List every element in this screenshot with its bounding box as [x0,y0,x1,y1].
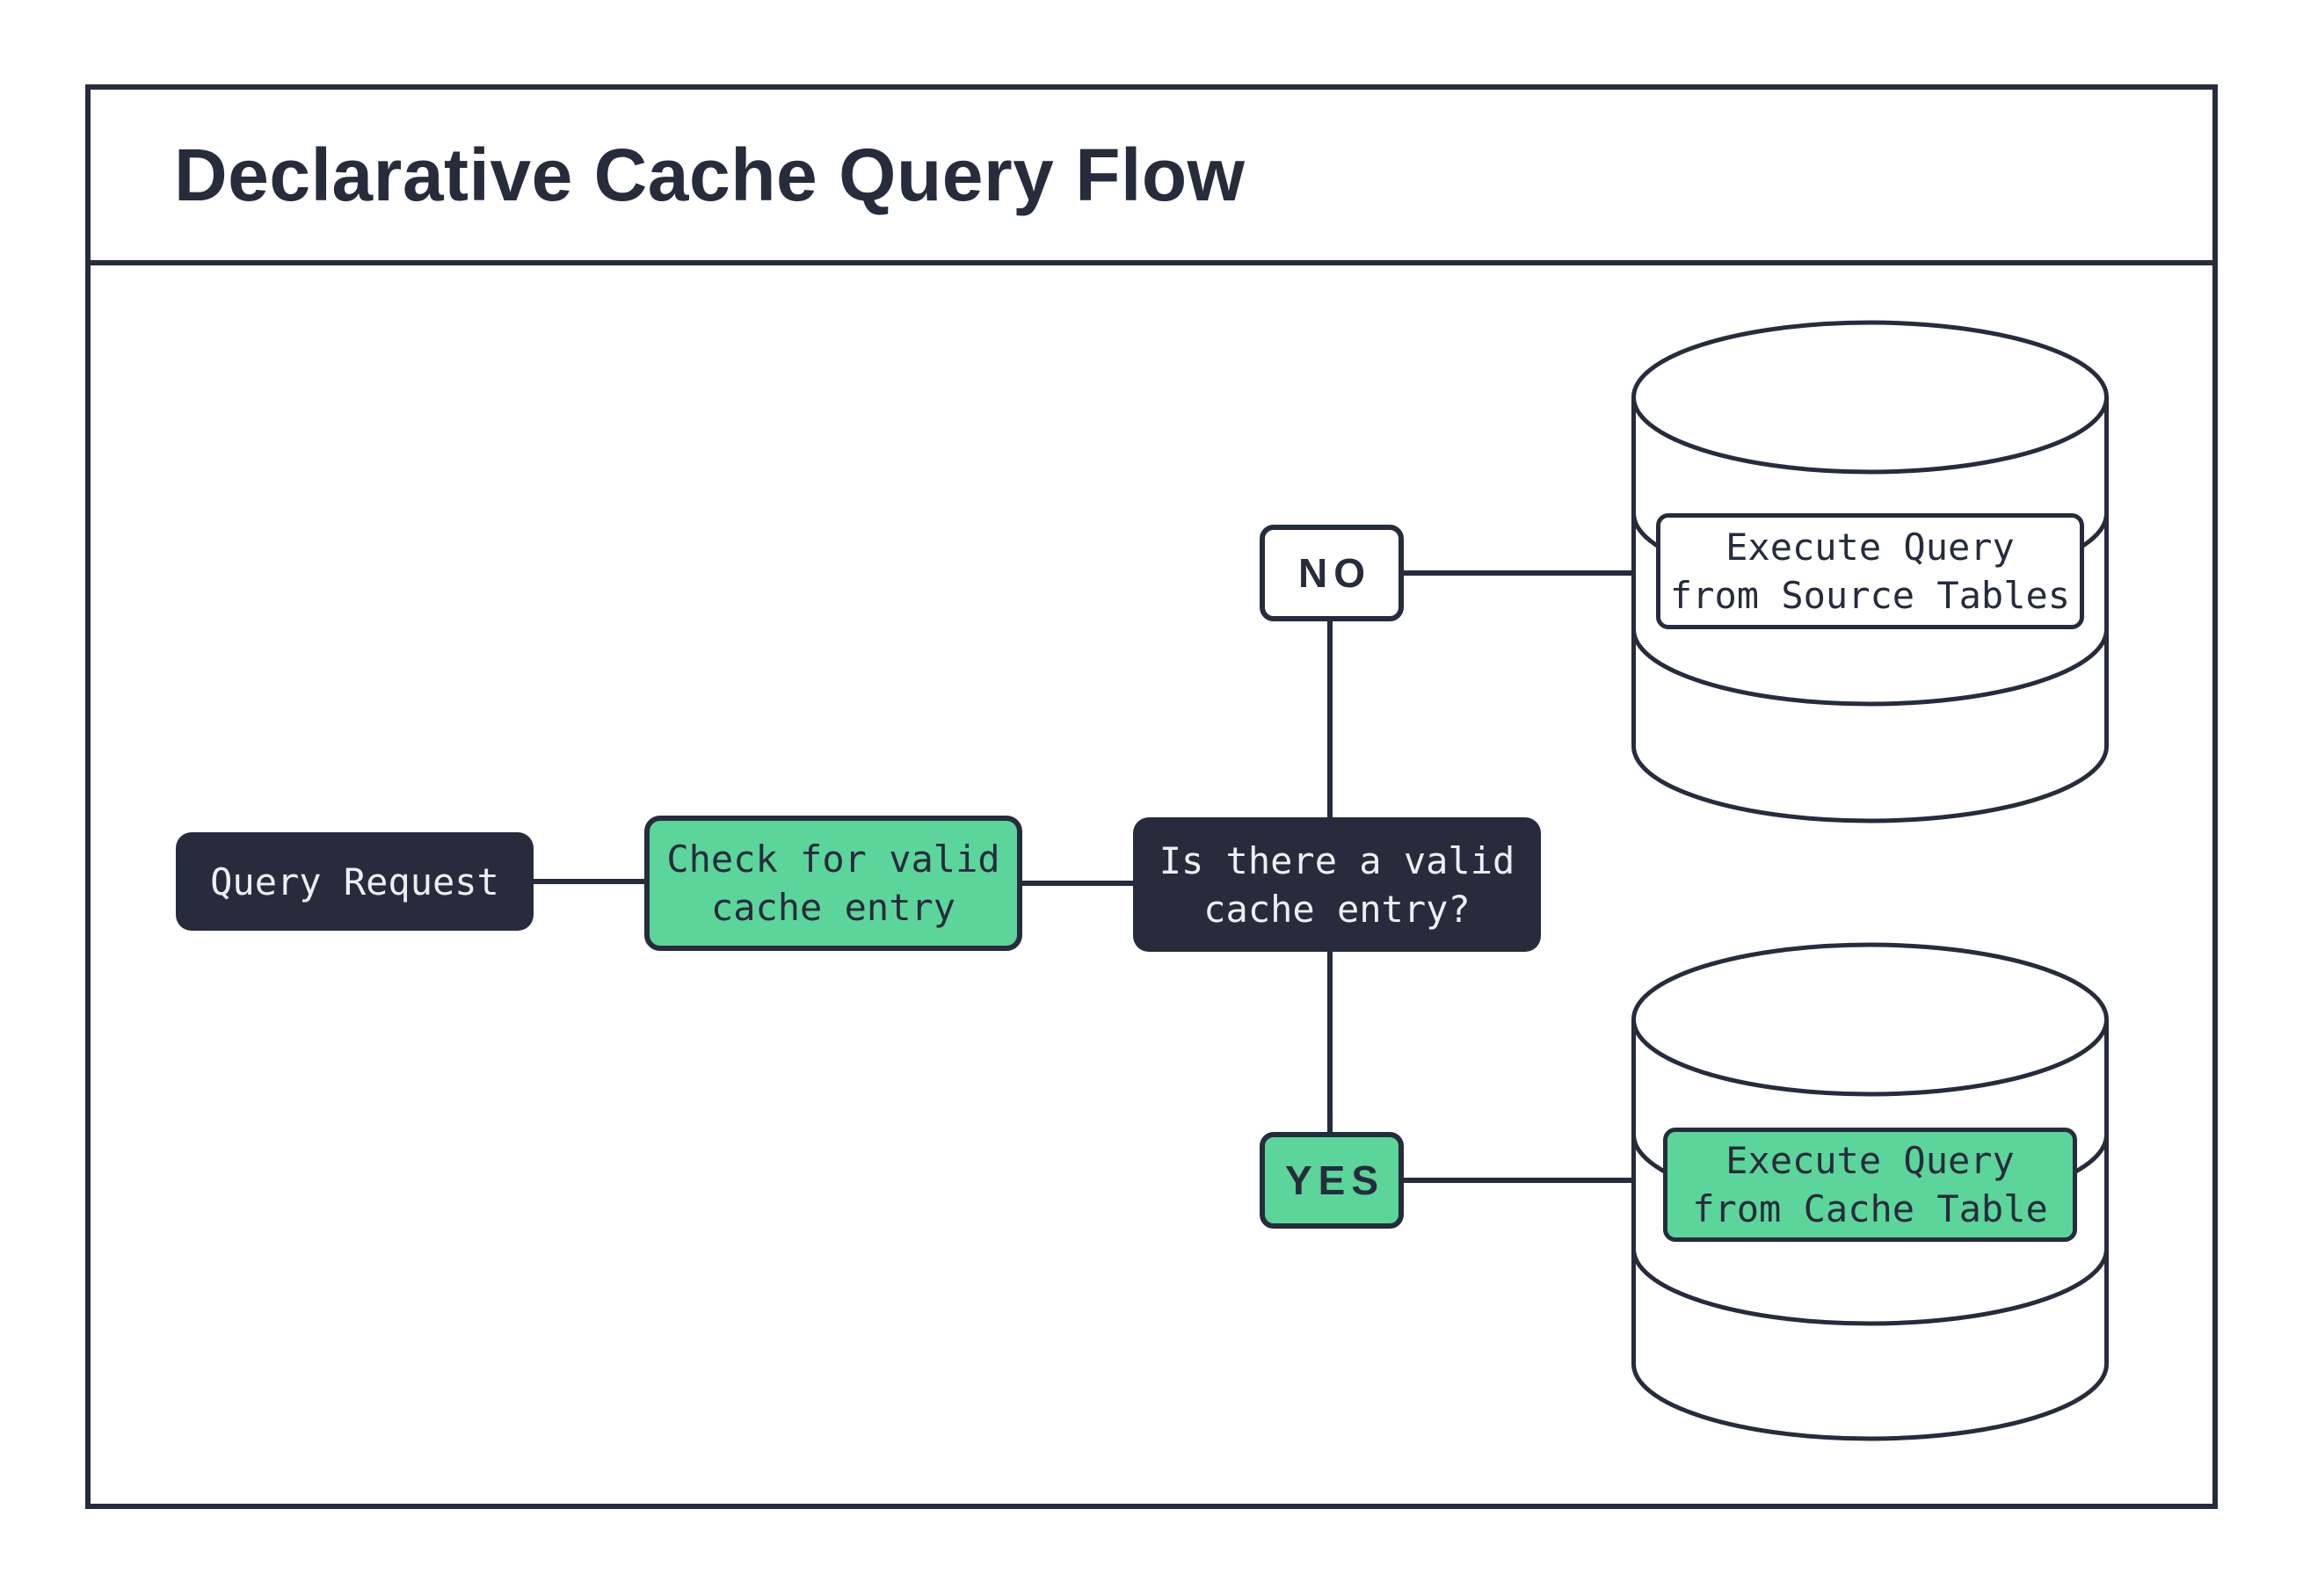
node-decision-label: Is there a valid cache entry? [1159,838,1515,931]
edge-label-no: NO [1260,525,1404,621]
cache-database-icon [1631,942,2109,1441]
source-db-walls [1631,397,2109,746]
connector-query-to-check [534,879,644,884]
node-query-request: Query Request [176,832,534,931]
source-db-top-ellipse [1631,320,2109,475]
source-db-seam2-arc [1631,628,2109,707]
edge-label-yes-text: YES [1284,1157,1385,1203]
edge-label-yes: YES [1260,1132,1404,1229]
connector-decision-to-no [1327,621,1333,817]
connector-yes-to-cache-db [1404,1178,1633,1183]
cache-db-walls [1631,1019,2109,1364]
node-execute-source: Execute Query from Source Tables [1656,513,2084,629]
node-query-request-label: Query Request [210,860,499,903]
connector-no-to-source-db [1404,570,1633,576]
node-execute-cache: Execute Query from Cache Table [1663,1128,2077,1242]
cache-db-bottom-arc [1631,1363,2109,1441]
node-decision: Is there a valid cache entry? [1133,817,1541,952]
edge-label-no-text: NO [1298,550,1371,596]
cache-db-seam2-arc [1631,1248,2109,1326]
node-check-cache-label: Check for valid cache entry [666,838,1000,929]
page-title: Declarative Cache Query Flow [174,133,1246,216]
node-execute-cache-label: Execute Query from Cache Table [1692,1139,2048,1230]
node-execute-source-label: Execute Query from Source Tables [1669,526,2071,617]
diagram-header: Declarative Cache Query Flow [85,84,2218,265]
source-db-bottom-arc [1631,745,2109,823]
node-check-cache: Check for valid cache entry [644,816,1022,951]
connector-decision-to-yes [1327,952,1333,1132]
connector-check-to-decision [1022,881,1133,886]
cache-db-top-ellipse [1631,942,2109,1097]
